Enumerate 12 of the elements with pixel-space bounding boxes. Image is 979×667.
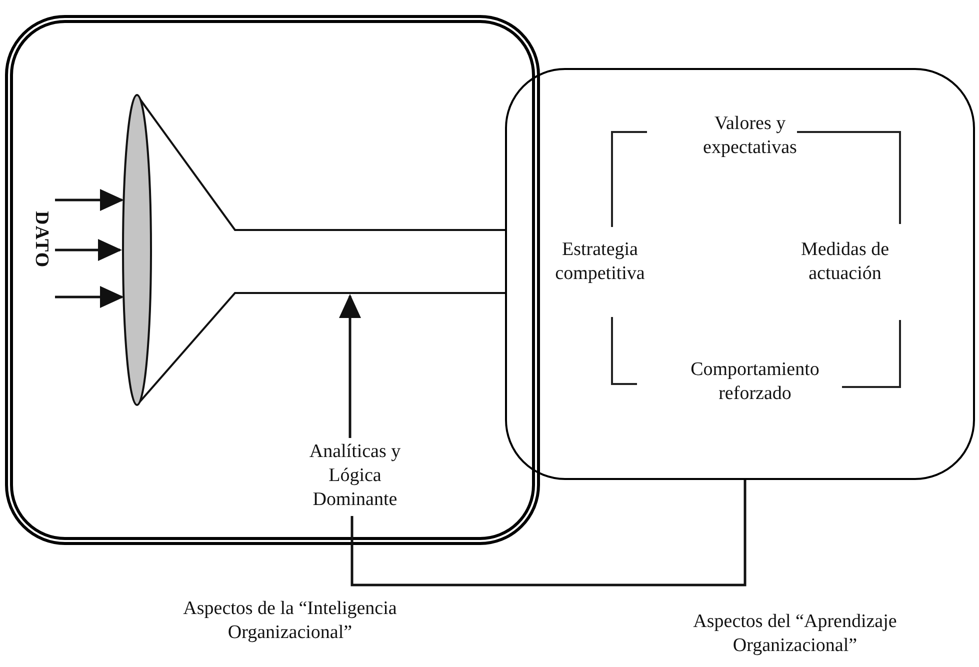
arrow [55,239,122,261]
connector-line [350,480,746,586]
text-label: Comportamiento reforzado [670,358,840,406]
arrow [55,189,124,211]
caption-text: Aspectos del “Aprendizaje Organizacional” [692,610,898,658]
text-label: Estrategia competitiva [540,238,660,286]
arrow [339,294,361,438]
text-label: Analíticas y Lógica Dominante [290,440,420,512]
group-caption: Aspectos de la “Inteligencia Organizacional” [182,597,398,645]
arrow [55,286,124,308]
text-label: Medidas de actuación [785,238,905,286]
text-label: Valores y expectativas [675,112,825,160]
